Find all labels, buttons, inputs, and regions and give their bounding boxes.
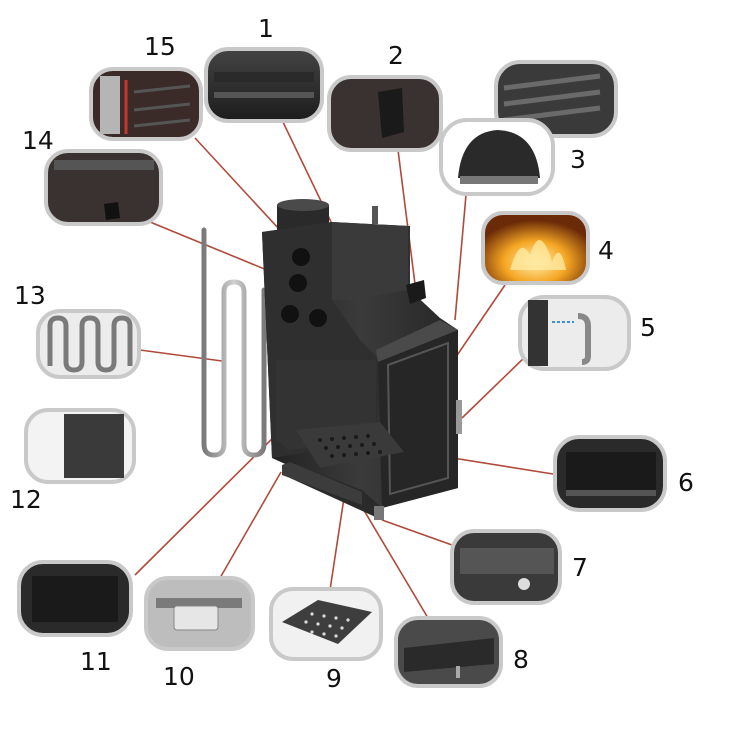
leader-7 xyxy=(381,519,453,546)
label-3: 3 xyxy=(570,145,586,174)
label-12: 12 xyxy=(10,485,42,514)
label-8: 8 xyxy=(513,645,529,674)
callout-15 xyxy=(89,67,203,141)
leader-11 xyxy=(134,414,297,576)
callout-11 xyxy=(17,560,133,637)
label-15: 15 xyxy=(144,32,176,61)
label-10: 10 xyxy=(163,662,195,691)
callout-8 xyxy=(394,616,503,688)
label-9: 9 xyxy=(326,664,342,693)
callout-7 xyxy=(450,529,562,605)
label-2: 2 xyxy=(388,41,404,70)
callout-3b xyxy=(439,118,555,196)
leader-10 xyxy=(219,471,282,579)
callout-3a xyxy=(494,60,618,138)
label-4: 4 xyxy=(598,236,614,265)
label-13: 13 xyxy=(14,281,46,310)
label-5: 5 xyxy=(640,313,656,342)
leader-2 xyxy=(397,149,417,293)
callout-6 xyxy=(553,435,667,512)
leader-3 xyxy=(454,194,467,321)
label-7: 7 xyxy=(572,553,588,582)
label-6: 6 xyxy=(678,468,694,497)
callout-13 xyxy=(36,309,141,379)
callout-1 xyxy=(204,47,324,123)
label-1: 1 xyxy=(258,14,274,43)
leader-8 xyxy=(361,506,429,619)
callout-14 xyxy=(44,149,163,226)
callout-10 xyxy=(144,576,255,651)
callout-2 xyxy=(327,75,443,152)
leader-13 xyxy=(139,349,223,362)
callout-4 xyxy=(481,211,590,285)
water-coil xyxy=(201,227,267,458)
label-11: 11 xyxy=(80,647,112,676)
callout-5 xyxy=(518,295,631,371)
callout-12 xyxy=(24,408,136,484)
callout-9 xyxy=(269,587,383,661)
fireplace-body xyxy=(262,199,462,520)
leader-5 xyxy=(461,354,528,419)
label-14: 14 xyxy=(22,126,54,155)
